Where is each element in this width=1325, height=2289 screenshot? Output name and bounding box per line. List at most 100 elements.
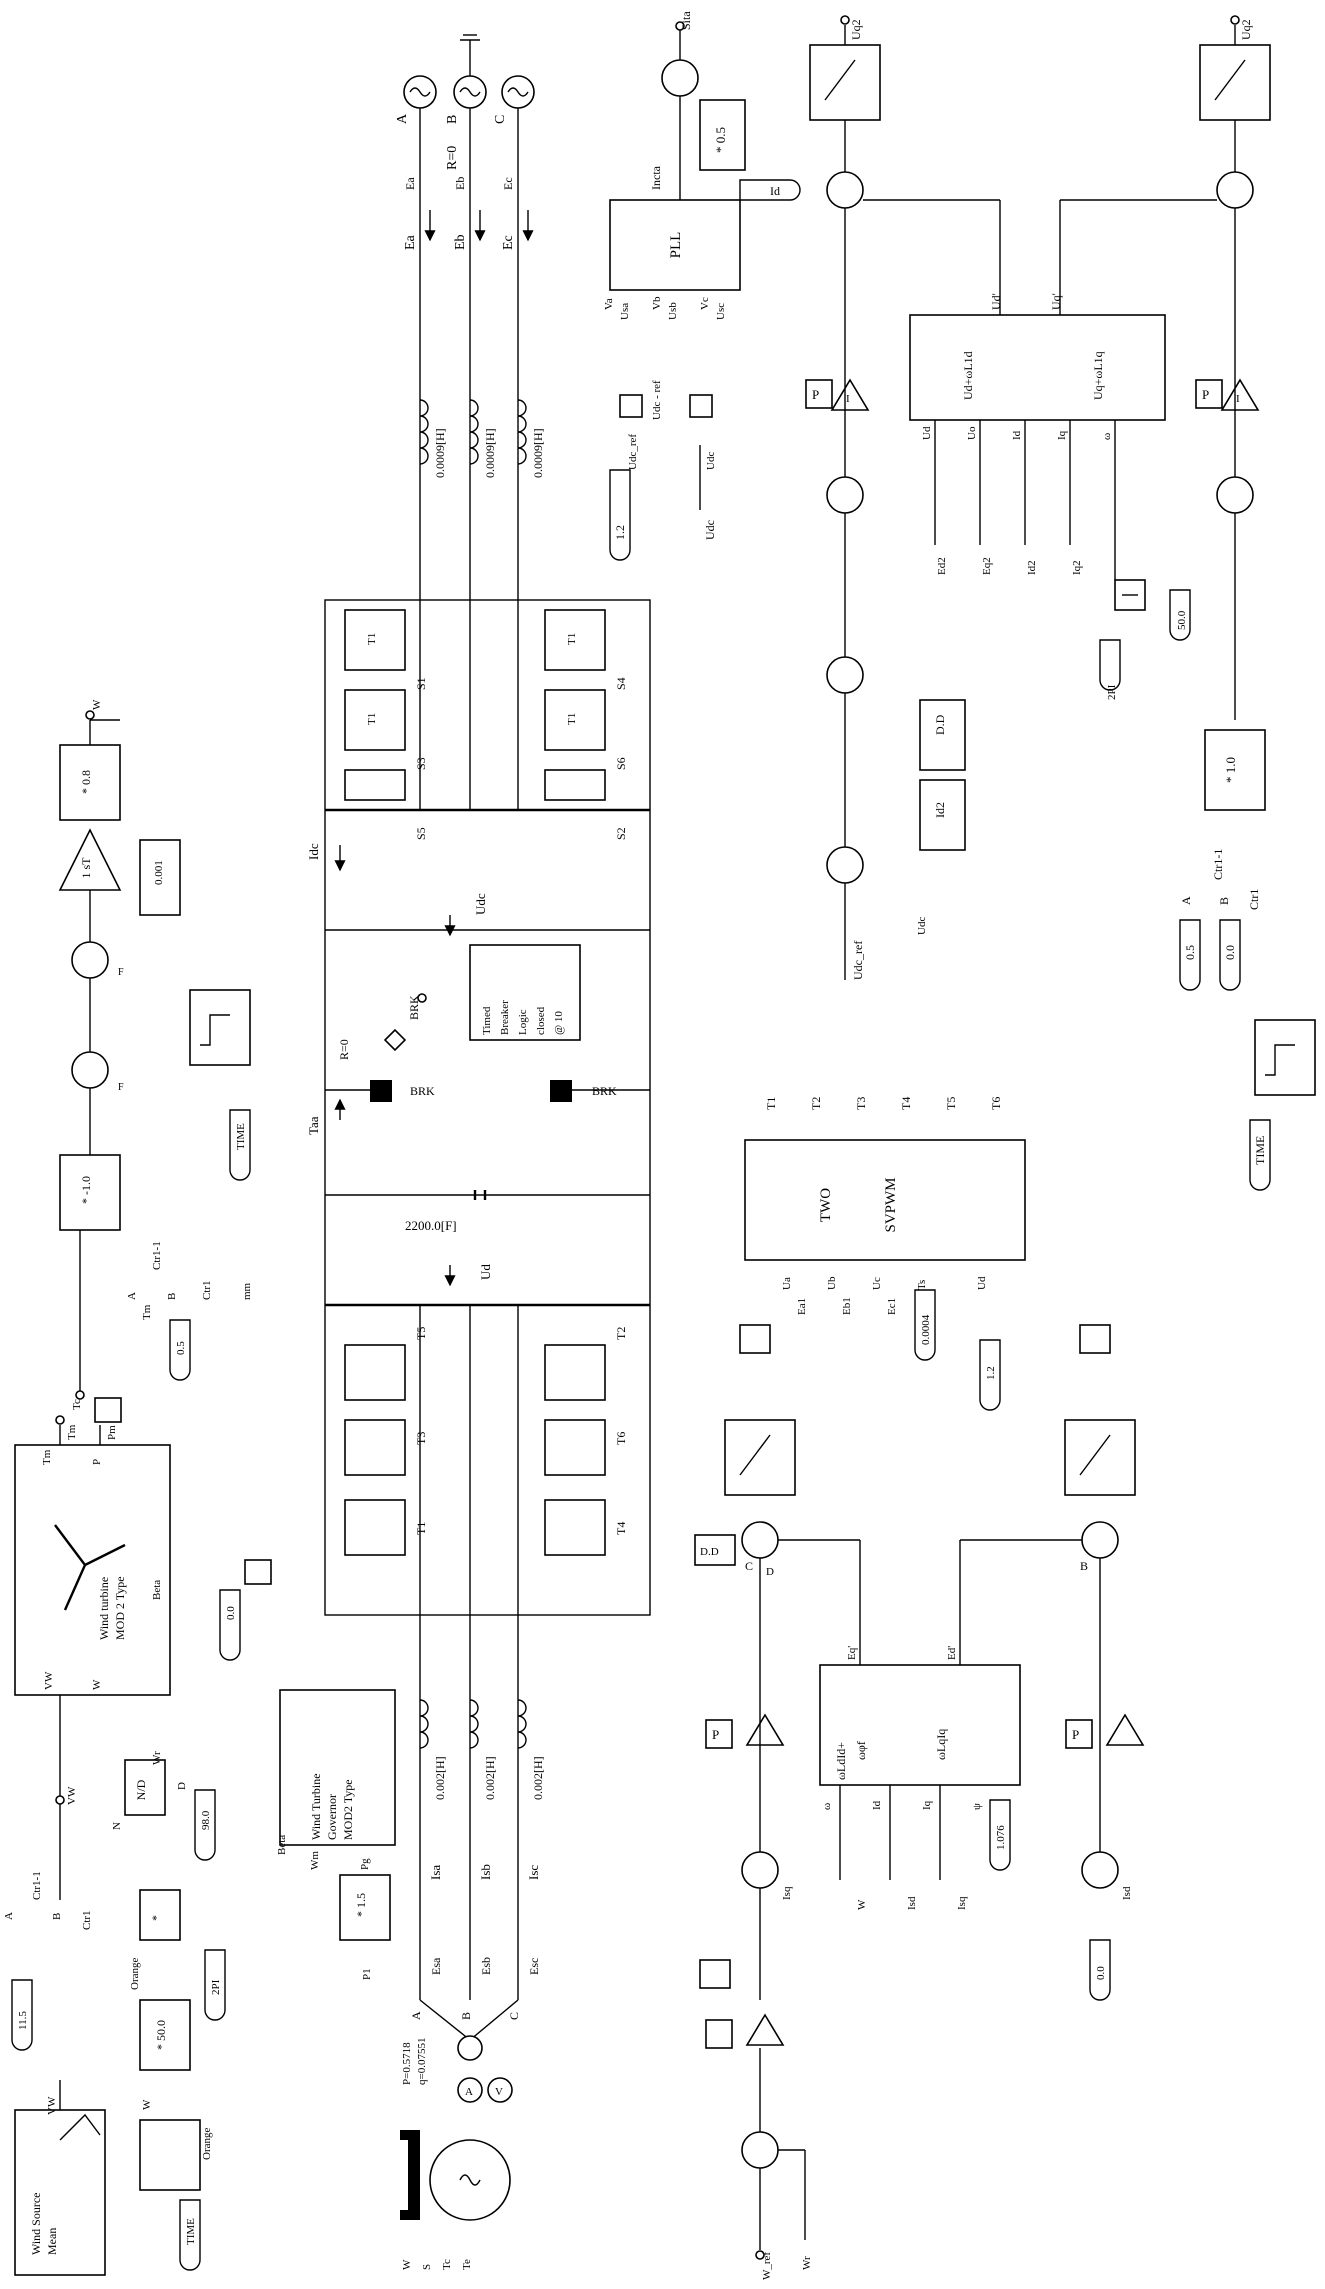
pll-section: PLL Va Vb Vc Usa Usb Usc Incta Sita * 0.… [603,11,801,320]
gate-t6: T6 [614,1432,628,1445]
udc-signal-label: Udc [703,520,717,540]
ctrl-switch-b: B [1217,897,1231,905]
ctrl-time: TIME [1253,1136,1267,1165]
isd-label: Isd [1121,1886,1133,1900]
dec-in-uo: Uo [966,426,978,440]
machine-section: 0.002[H] 0.002[H] 0.002[H] Isa Isb Isc E… [400,1615,545,2270]
mach-phase-c: C [507,2012,521,2020]
igbt-t2-icon [544,1344,606,1401]
nd-block: N/D [134,1779,148,1800]
igbt-s1-icon [344,609,406,671]
mach-inductor-a-icon [419,1699,429,1749]
integrator-icon [58,828,122,891]
nd-n: N [111,1822,123,1830]
mach-pi-p2: P [1072,1727,1079,1742]
limiter-block-1 [809,44,881,121]
sum-grid-1-icon [826,171,864,209]
vw-node: VW [66,1786,78,1805]
mech-w: W [91,699,103,710]
tctrl-c: Ctr1 [81,1910,93,1930]
udc-signal: Udc [916,917,928,935]
brk-label-1: BRK [410,1084,435,1098]
pll-sig-usa: Usa [619,303,631,320]
igbt-t5-icon [344,1344,406,1401]
wr-out: Wr [151,1751,163,1765]
gen-term-te: Te [461,2259,473,2270]
mechanical-section: Tc * -1.0 Ctr1-1 A B Ctr1 Tm 0.5 mm F F … [58,699,253,1410]
svpwm-two: TWO [818,1188,834,1222]
brk-label-2: BRK [592,1084,617,1098]
mach-sig-isq: Isq [956,1896,968,1910]
udc-ref-label: Udc - ref [651,380,663,420]
phase-c-label: C [493,115,508,124]
igbt-t4-icon [544,1499,606,1556]
mach-sig-isd: Isd [906,1896,918,1910]
gen-term-w: W [401,2259,413,2270]
mech-gain-neg: * -1.0 [79,1176,93,1204]
gov-wm: Wm [309,1851,321,1870]
brk-text-3: Logic [517,1009,529,1035]
pll-sum-icon [661,59,699,97]
mach-phase-a: A [409,2011,423,2020]
mach-inductor-b-icon [469,1699,479,1749]
gate-t4: T4 [614,1522,628,1535]
igbt-label-2: T1 [366,713,378,725]
decoupling-block [909,314,1166,421]
wt-port-w: W [91,1679,103,1690]
tctrl-name: Ctr1-1 [31,1871,43,1900]
zero-const: 0.0 [1095,1966,1107,1980]
isa-label: Isa [428,1865,443,1880]
time-tb: TIME [185,2218,197,2245]
grid-inductor-b-icon [469,399,479,465]
meter-icon [457,2035,483,2061]
igbt-s4-icon [544,609,606,671]
pi-p-1: P [812,387,819,402]
integrator-label: 1 sT [79,857,93,879]
mach-sig-w: W [856,1899,868,1910]
eb-label: Eb [453,234,468,250]
turbine-section: Wind Source Mean VW 11.5 Ctr1-1 A B Ctr1… [3,1397,396,2276]
ea-label: Ea [403,234,418,250]
mach-out-eq: Eq' [846,1646,858,1660]
pll-sig-usb: Usb [667,302,679,320]
pll-in-vb: Vb [651,296,663,310]
limiter-block-2 [1199,44,1271,121]
ctrl-switch-a: A [1179,896,1193,905]
pll-in-va: Va [603,298,615,310]
mach-inductor-c-icon [517,1699,527,1749]
mach-in-id: Id [871,1800,883,1810]
wt-port-tm: Tm [41,1449,53,1465]
sum-grid-2-icon [1216,171,1254,209]
svpwm-in-ua: Ua [781,1277,793,1290]
mach-c-label: C [745,1559,753,1573]
dec-in-ud: Ud [921,426,933,440]
isc-label: Isc [526,1865,541,1880]
dec-in-w: ω [1101,433,1113,440]
grid-side-control: Uq2 Uq2 Ud+ωL1d Uq+ωL1q Ud' Uq' Ud Uo Id… [805,15,1316,1191]
igbt-s5-icon [344,769,406,801]
gov-pg: Pg [359,1858,371,1870]
psi-val: 1.076 [995,1825,1007,1850]
mach-phase-b: B [459,2012,473,2020]
pq-p: P=0.5718 [401,2042,413,2085]
ext-iq2: Iq2 [1071,560,1083,575]
ctrl-gain-1: * 1.0 [1223,757,1238,783]
mach-pi-p1: P [712,1727,719,1742]
grid-l-a-label: 0.0009[H] [433,428,447,478]
mech-ctrl-c: Ctr1 [201,1280,213,1300]
ctrl-switch-name: Ctr1-1 [1211,849,1225,880]
svpwm-in-ud: Ud [976,1276,988,1290]
grid-l-c-label: 0.0009[H] [531,428,545,478]
gen-term-s: S [421,2264,433,2270]
svpwm-ts-val: 0.0004 [920,1314,932,1345]
mach-l-c: 0.002[H] [531,1756,545,1800]
grid-inductor-c-icon [517,399,527,465]
svpwm-section: TWO SVPWM T1 T2 T3 T4 T5 T6 Ua Ub Uc Ts … [744,1097,1026,1411]
mach-d-label: D [766,1566,774,1578]
ec-meter-label: Ec [501,177,515,190]
udc-dc-label: Udc [473,893,488,915]
uq2-out-2: Uq2 [1239,19,1253,40]
brk-text-2: Breaker [499,1000,511,1035]
svpwm-in-uc: Uc [871,1277,883,1290]
wt-title-1: Wind turbine [97,1577,111,1640]
